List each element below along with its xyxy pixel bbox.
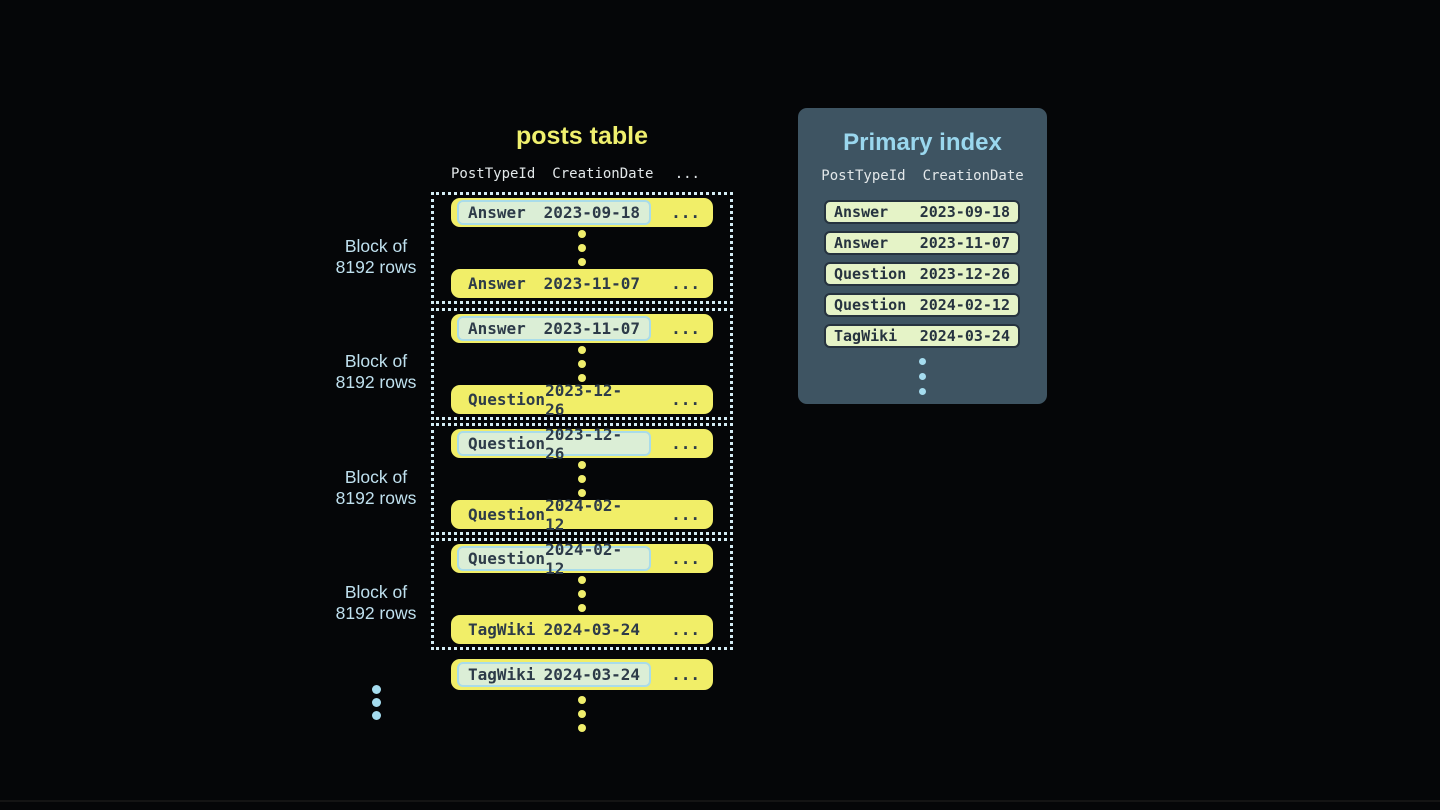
table-row: TagWiki 2024-03-24 ... (451, 615, 713, 644)
row-ellipsis: ... (671, 390, 700, 409)
posts-table-title: posts table (516, 122, 648, 150)
row-key: TagWiki 2024-03-24 (457, 617, 651, 642)
row-posttype: Question (468, 549, 546, 568)
row-date: 2023-11-07 (543, 274, 640, 293)
row-posttype: TagWiki (468, 620, 536, 639)
table-row: Question 2023-12-26 ... (451, 381, 713, 419)
row-key: Answer 2023-11-07 (457, 271, 651, 296)
row-date: 2024-02-12 (919, 296, 1010, 314)
row-posttype: Question (468, 390, 546, 409)
table-row: Answer 2023-11-07 ... (451, 269, 713, 298)
primary-index-title: Primary index (843, 129, 1002, 156)
ellipsis-dots-icon (578, 573, 586, 615)
row-posttype: Answer (468, 203, 526, 222)
row-posttype: Question (468, 505, 546, 524)
row-date: 2023-11-07 (543, 319, 640, 338)
row-date: 2024-03-24 (919, 327, 1010, 345)
column-creationdate: CreationDate (922, 168, 1024, 184)
primary-index-column-header: PostTypeId CreationDate (798, 168, 1047, 184)
row-posttype: Answer (468, 319, 526, 338)
index-row: Question 2024-02-12 (824, 293, 1020, 317)
row-key-highlight: Question 2024-02-12 (457, 540, 651, 578)
row-ellipsis: ... (671, 620, 700, 639)
row-date: 2023-12-26 (919, 265, 1010, 283)
posts-block-3: Question 2023-12-26 ... Question 2024-02… (431, 423, 733, 535)
ellipsis-dots-icon (578, 227, 586, 269)
row-date: 2023-09-18 (919, 203, 1010, 221)
row-posttype: TagWiki (468, 665, 536, 684)
row-date: 2023-09-18 (543, 203, 640, 222)
column-more-ellipsis: ... (674, 166, 700, 182)
row-key: Question 2023-12-26 (457, 381, 651, 419)
row-date: 2023-11-07 (919, 234, 1010, 252)
row-ellipsis: ... (671, 434, 700, 453)
posts-block-1: Answer 2023-09-18 ... Answer 2023-11-07 … (431, 192, 733, 304)
row-date: 2024-03-24 (543, 665, 640, 684)
row-posttype: TagWiki (834, 327, 898, 345)
bottom-edge-line (0, 800, 1440, 802)
row-date: 2023-12-26 (545, 424, 623, 463)
table-row: Answer 2023-11-07 ... (451, 314, 713, 343)
row-posttype: Answer (834, 234, 889, 252)
row-ellipsis: ... (671, 203, 700, 222)
row-posttype: Question (834, 296, 907, 314)
block-label-3: Block of 8192 rows (335, 467, 417, 508)
row-ellipsis: ... (671, 274, 700, 293)
more-blocks-dots-icon (301, 683, 451, 722)
row-ellipsis: ... (671, 549, 700, 568)
block-label-1: Block of 8192 rows (335, 236, 417, 277)
row-key-highlight: Question 2023-12-26 (457, 425, 651, 463)
table-row: Question 2024-02-12 ... (451, 540, 713, 578)
column-creationdate: CreationDate (552, 166, 654, 182)
posts-table-column-header: PostTypeId CreationDate ... (451, 166, 713, 182)
posts-block-4: Question 2024-02-12 ... TagWiki 2024-03-… (431, 538, 733, 650)
row-posttype: Question (834, 265, 907, 283)
posts-block-2: Answer 2023-11-07 ... Question 2023-12-2… (431, 308, 733, 420)
index-row: Answer 2023-09-18 (824, 200, 1020, 224)
table-row: Answer 2023-09-18 ... (451, 198, 713, 227)
index-row: TagWiki 2024-03-24 (824, 324, 1020, 348)
row-posttype: Answer (834, 203, 889, 221)
column-posttypeid: PostTypeId (451, 166, 536, 182)
row-date: 2024-03-24 (543, 620, 640, 639)
row-key-highlight: Answer 2023-09-18 (457, 200, 651, 225)
row-key-highlight: Answer 2023-11-07 (457, 316, 651, 341)
index-row: Question 2023-12-26 (824, 262, 1020, 286)
row-date: 2023-12-26 (545, 380, 623, 419)
table-row: Question 2023-12-26 ... (451, 425, 713, 463)
primary-index-rows: Answer 2023-09-18 Answer 2023-11-07 Ques… (824, 200, 1020, 348)
row-ellipsis: ... (671, 665, 700, 684)
block-label-4: Block of 8192 rows (335, 582, 417, 623)
row-posttype: Answer (468, 274, 526, 293)
block-label-2: Block of 8192 rows (335, 351, 417, 392)
row-date: 2024-02-12 (545, 495, 623, 534)
ellipsis-dots-icon (578, 458, 586, 500)
ellipsis-dots-icon (578, 343, 586, 385)
column-posttypeid: PostTypeId (821, 168, 906, 184)
ellipsis-dots-icon (431, 693, 733, 735)
table-row-overflow: TagWiki 2024-03-24 ... (451, 659, 713, 690)
row-date: 2024-02-12 (545, 539, 623, 578)
row-posttype: Question (468, 434, 546, 453)
row-ellipsis: ... (671, 319, 700, 338)
ellipsis-dots-icon (798, 354, 1047, 399)
row-key: Question 2024-02-12 (457, 496, 651, 534)
row-ellipsis: ... (671, 505, 700, 524)
table-row: Question 2024-02-12 ... (451, 496, 713, 534)
index-row: Answer 2023-11-07 (824, 231, 1020, 255)
row-key-highlight: TagWiki 2024-03-24 (457, 662, 651, 687)
primary-index-panel: Primary index PostTypeId CreationDate An… (798, 108, 1047, 404)
